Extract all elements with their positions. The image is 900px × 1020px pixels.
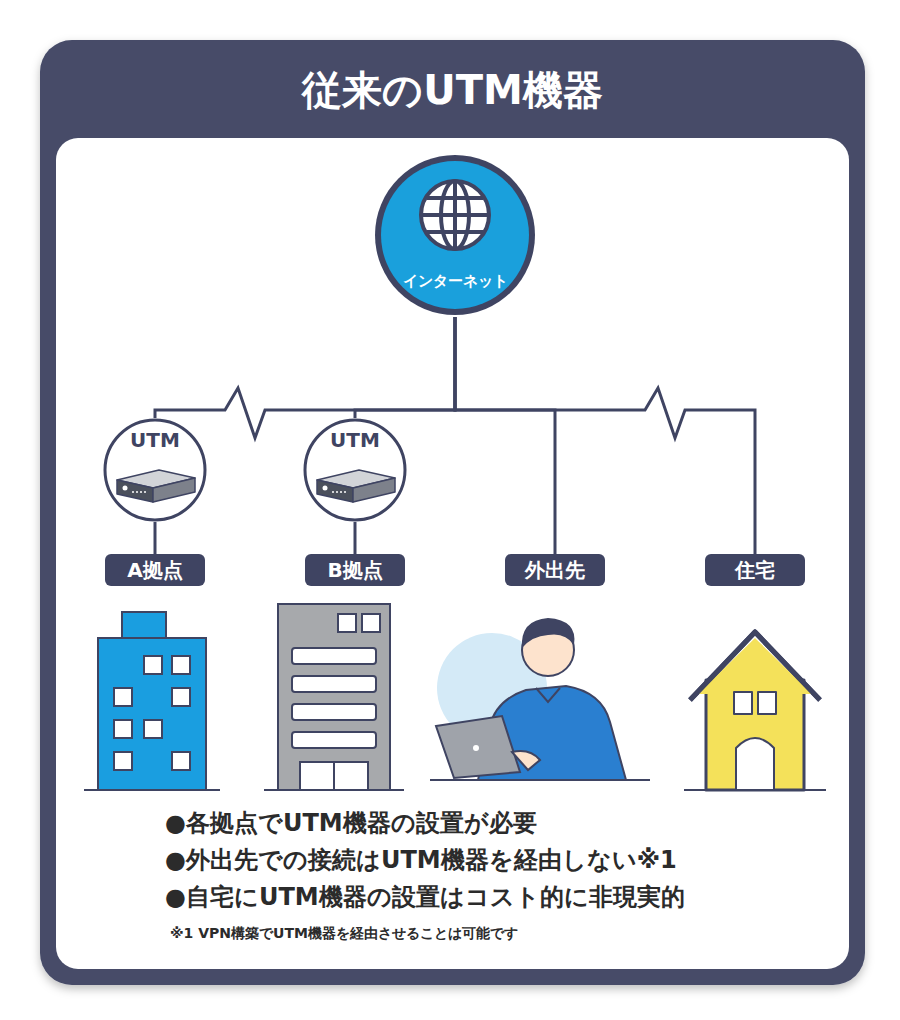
utm-circle: UTM: [103, 418, 207, 522]
utm-device-icon-part: [140, 491, 142, 493]
building-b-part: [292, 704, 376, 720]
house: [690, 632, 820, 790]
node-text: UTM: [103, 428, 207, 452]
utm-device-icon-part: [136, 491, 138, 493]
node-text: 住宅: [721, 557, 789, 583]
person-laptop-part: [522, 618, 575, 648]
node-text: インターネット: [373, 271, 537, 291]
building-a-part: [114, 752, 132, 770]
house-part: [690, 632, 820, 700]
card: [40, 40, 865, 985]
bullet-note: ●各拠点でUTM機器の設置が必要: [165, 808, 537, 839]
footnote: ※1 VPN構築でUTM機器を経由させることは可能です: [170, 924, 518, 942]
building-a-part: [172, 688, 190, 706]
building-a-part: [114, 720, 132, 738]
person-laptop-part: [436, 716, 520, 778]
node-text: B拠点: [321, 557, 389, 583]
utm-device-icon-part: [336, 491, 338, 493]
building-a-part: [172, 656, 190, 674]
person-laptop: [430, 618, 650, 780]
building-a-part: [172, 752, 190, 770]
ground-lines-part: [84, 789, 220, 791]
building-b-part: [292, 648, 376, 664]
building-a-part: [122, 612, 166, 640]
building-b-part: [292, 676, 376, 692]
utm-device-icon-part: [132, 491, 134, 493]
utm-device-icon: [117, 470, 195, 502]
house-part: [690, 632, 820, 700]
person-laptop-part: [536, 688, 560, 702]
utm-device-icon-part: [353, 478, 395, 502]
building-b: [278, 604, 390, 790]
network-line: [155, 317, 455, 438]
house-part: [736, 738, 774, 790]
node-text: A拠点: [121, 557, 189, 583]
building-a-part: [98, 638, 206, 790]
network-line: [355, 317, 455, 418]
utm-circle: UTM: [303, 418, 407, 522]
node-text: UTM: [303, 428, 407, 452]
ground-lines-part: [684, 789, 826, 791]
utm-device-icon: [317, 470, 395, 502]
building-b-part: [292, 732, 376, 748]
building-b-part: [300, 762, 368, 790]
bullet-note: ●外出先での接続はUTM機器を経由しない※1: [165, 845, 677, 876]
network-line: [354, 522, 357, 554]
utm-device-icon-part: [332, 491, 334, 493]
utm-device-icon-part: [344, 491, 346, 493]
utm-device-icon-part: [117, 480, 153, 502]
globe-icon-part: [427, 196, 483, 200]
globe-icon: [421, 181, 489, 249]
house-part: [698, 638, 812, 694]
ground-lines: [84, 789, 826, 791]
internet-circle: インターネット: [373, 153, 537, 317]
globe-icon-part: [421, 213, 489, 217]
building-b-part: [278, 604, 390, 790]
utm-device-icon-part: [144, 491, 146, 493]
site-label-box: A拠点: [105, 554, 205, 586]
network-line: [455, 317, 755, 554]
site-label-box: 住宅: [705, 554, 805, 586]
globe-icon-part: [427, 230, 483, 234]
utm-device-icon-part: [323, 486, 328, 491]
bullet-note: ●自宅にUTM機器の設置はコスト的に非現実的: [165, 882, 685, 913]
site-label-box: 外出先: [505, 554, 605, 586]
building-a-part: [144, 656, 162, 674]
site-label-box: B拠点: [305, 554, 405, 586]
person-laptop-part: [512, 751, 540, 770]
globe-icon-part: [421, 181, 489, 249]
building-b-part: [333, 762, 335, 790]
title: 従来のUTM機器: [40, 64, 865, 116]
node-text: 外出先: [521, 557, 589, 583]
building-a-part: [144, 720, 162, 738]
building-b-part: [362, 614, 380, 632]
utm-device-icon-part: [153, 478, 195, 502]
network-line: [455, 317, 555, 554]
network-line: [154, 522, 157, 554]
card-frame: [40, 40, 865, 985]
person-laptop-part: [473, 745, 479, 751]
building-a-part: [114, 688, 132, 706]
house-part: [758, 692, 776, 714]
internet-shape: [373, 153, 537, 317]
card-panel: [56, 138, 849, 969]
house-part: [706, 680, 804, 790]
internet-shape-part: [375, 155, 535, 315]
ground-lines-part: [264, 789, 404, 791]
utm-device-icon-part: [317, 480, 353, 502]
building-a: [98, 612, 206, 790]
person-laptop-part: [430, 779, 650, 781]
utm-device-icon-part: [123, 486, 128, 491]
utm-device-icon-part: [340, 491, 342, 493]
house-part: [734, 692, 752, 714]
building-b-part: [338, 614, 356, 632]
